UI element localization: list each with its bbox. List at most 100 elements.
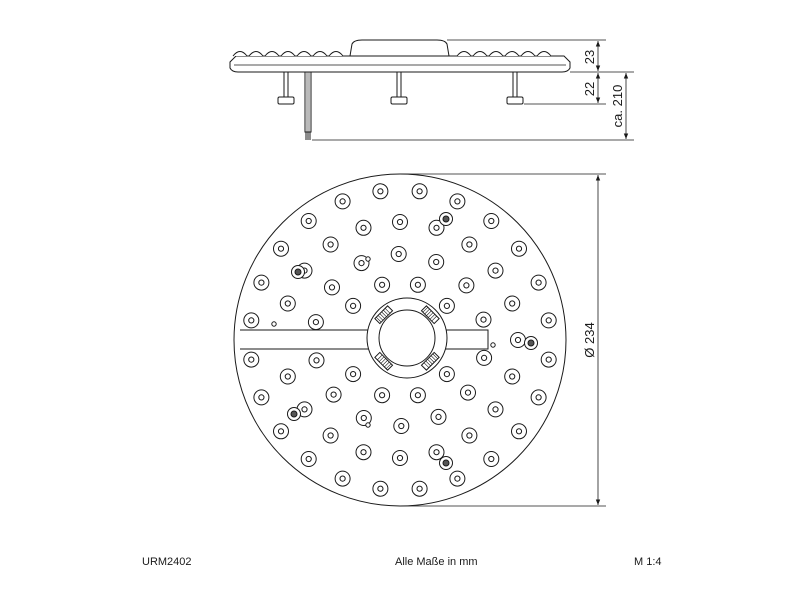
dim-diameter: Ø 234 [582, 322, 597, 357]
led-lens [300, 451, 317, 467]
lens-bump [232, 51, 248, 57]
driver-clip [420, 305, 440, 325]
led-lens [355, 444, 372, 461]
magnet-screw [287, 407, 301, 421]
cable-channel [240, 329, 489, 350]
led-lens [475, 311, 492, 328]
top-view [233, 173, 567, 507]
led-lens [279, 368, 296, 385]
diameter-dimension [400, 173, 606, 507]
mounting-pin-right [506, 71, 524, 105]
led-lens [487, 401, 504, 418]
led-lens [530, 274, 547, 291]
dim-pin-length: 22 [582, 82, 597, 96]
led-lens [324, 279, 340, 296]
led-lens [438, 366, 455, 383]
lens-bump [536, 51, 552, 57]
led-lens [483, 451, 500, 467]
driver-clips [374, 305, 440, 371]
led-lens [449, 470, 466, 487]
mounting-hole [365, 256, 371, 262]
led-lens [461, 427, 478, 444]
driver-clip [374, 351, 394, 371]
led-lens [307, 314, 324, 331]
power-cable [304, 71, 312, 140]
led-lens [243, 312, 260, 329]
mounting-pin-center [390, 71, 408, 105]
lens-bump [520, 51, 536, 57]
led-lens [372, 183, 389, 200]
led-lens [461, 236, 478, 253]
magnet-screw [524, 336, 538, 350]
led-lens [243, 351, 260, 368]
lens-bump [328, 51, 344, 57]
led-lens [355, 410, 372, 426]
side-view [229, 39, 571, 140]
led-lens [308, 352, 325, 369]
lens-bump [488, 51, 504, 57]
led-lens [273, 240, 289, 257]
led-lens [279, 295, 296, 312]
led-lens [409, 276, 426, 293]
dim-board-height: 23 [582, 50, 597, 64]
led-lens [409, 387, 426, 404]
led-lens [273, 423, 289, 440]
led-lens [345, 366, 362, 383]
led-lens [460, 384, 476, 401]
driver-clip [374, 305, 394, 325]
lens-bump [504, 51, 520, 57]
dim-cable-length: ca. 210 [610, 85, 625, 128]
led-lens [511, 423, 527, 440]
led-lens [322, 427, 339, 444]
led-lens [504, 295, 521, 312]
led-lens [411, 183, 428, 200]
led-lens [540, 351, 557, 368]
led-lens [372, 480, 389, 497]
lens-bump [296, 51, 312, 57]
led-lens [353, 255, 370, 272]
mounting-pin-left [277, 71, 295, 105]
led-lens [449, 193, 466, 210]
led-lens [483, 213, 500, 229]
led-lenses [243, 183, 557, 497]
led-lens [511, 240, 527, 257]
led-lens [253, 389, 270, 406]
mounting-hole [490, 342, 496, 348]
led-lens [334, 193, 351, 210]
magnet-screw [439, 212, 453, 226]
lens-bump [264, 51, 280, 57]
lens-bumps [232, 51, 552, 57]
led-lens [428, 444, 445, 461]
board-profile [229, 55, 571, 73]
magnet-screw [291, 265, 305, 279]
led-lens [253, 274, 270, 291]
lens-bump [456, 51, 472, 57]
drawing-scale: M 1:4 [634, 556, 662, 568]
units-note: Alle Maße in mm [395, 556, 478, 568]
led-lens [334, 470, 351, 487]
led-lens [374, 276, 391, 293]
led-lens [504, 368, 521, 385]
mounting-hole [365, 422, 371, 428]
lens-bump [312, 51, 328, 57]
led-lens [476, 349, 493, 366]
magnet-screw [439, 456, 453, 470]
led-lens [438, 297, 455, 314]
mounting-hole [271, 321, 277, 327]
led-lens [355, 219, 372, 236]
led-lens [411, 480, 428, 497]
led-lens [392, 214, 408, 230]
driver-center-ring [378, 309, 436, 367]
led-lens [428, 254, 445, 270]
led-lens [510, 332, 526, 348]
led-lens [530, 389, 547, 406]
led-lens [428, 219, 445, 236]
model-number: URM2402 [142, 556, 192, 568]
led-lens [458, 277, 475, 294]
led-lens [430, 408, 447, 425]
led-lens [300, 213, 317, 229]
lens-bump [248, 51, 264, 57]
lens-bump [472, 51, 488, 57]
led-lens [325, 386, 342, 403]
